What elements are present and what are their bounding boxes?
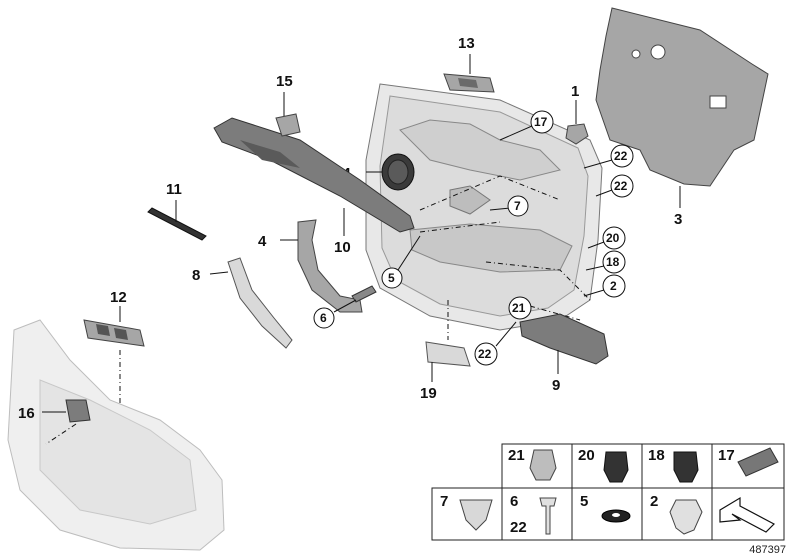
callout-1: 1: [571, 83, 579, 100]
parts-table: 21 20 18 17 7 6 22 5 2: [431, 443, 785, 541]
callout-9: 9: [552, 377, 560, 394]
callout-2: 2: [610, 279, 617, 293]
callout-22-upper: 22: [614, 149, 628, 163]
handle-bracket: [297, 219, 363, 313]
table-label-20: 20: [578, 447, 595, 464]
mirror-switch: [65, 399, 91, 423]
table-label-21: 21: [508, 447, 525, 464]
table-label-22: 22: [510, 519, 527, 536]
door-trim-panel: [365, 83, 603, 331]
table-label-5: 5: [580, 493, 588, 510]
callout-13: 13: [458, 35, 475, 52]
callout-15: 15: [276, 73, 293, 90]
clip-1: [565, 123, 589, 145]
bolt-6: [351, 285, 377, 303]
small-trim-15: [275, 113, 301, 137]
window-switch-panel: [83, 319, 145, 347]
callout-22-mid: 22: [614, 179, 628, 193]
callout-18: 18: [606, 255, 620, 269]
map-pocket: [519, 313, 609, 365]
pull-handle: [227, 257, 293, 349]
trim-strip: [147, 207, 207, 241]
callout-3: 3: [674, 211, 682, 228]
callout-10: 10: [334, 239, 351, 256]
table-label-18: 18: [648, 447, 665, 464]
speaker-grille: [381, 153, 415, 191]
callout-7: 7: [514, 199, 521, 213]
callout-6: 6: [320, 311, 327, 325]
callout-16: 16: [18, 405, 35, 422]
callout-11: 11: [166, 181, 182, 198]
callout-12: 12: [110, 289, 127, 306]
upper-switch-cover: [443, 73, 495, 93]
inner-door-carrier: [7, 319, 225, 551]
armrest-trim: [213, 117, 415, 233]
callout-5: 5: [388, 271, 395, 285]
callout-21: 21: [512, 301, 526, 315]
courtesy-lamp: [425, 341, 471, 367]
callout-22-lower: 22: [478, 347, 492, 361]
callout-4: 4: [258, 233, 267, 250]
callout-20: 20: [606, 231, 620, 245]
callout-17: 17: [534, 115, 548, 129]
table-label-6: 6: [510, 493, 518, 510]
callout-8: 8: [192, 267, 200, 284]
callout-19: 19: [420, 385, 437, 402]
table-label-17: 17: [718, 447, 735, 464]
sound-insulation-panel: [595, 7, 769, 187]
document-id: 487397: [749, 544, 786, 556]
reference-arrow-icon: [719, 496, 775, 533]
table-label-2: 2: [650, 493, 658, 510]
table-label-7: 7: [440, 493, 448, 510]
